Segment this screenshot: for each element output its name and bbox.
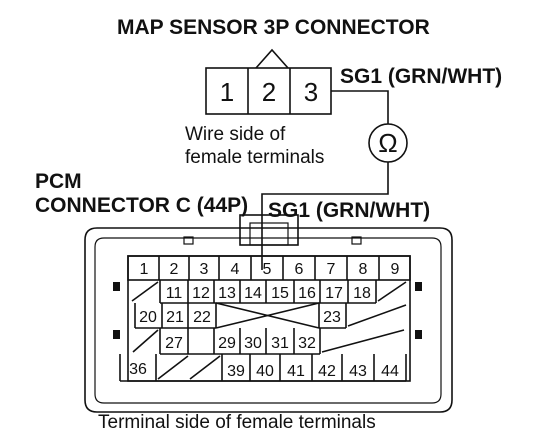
pcm-pin-31: 31 — [271, 335, 289, 352]
probe-wire-upper — [331, 90, 389, 124]
map-connector: 1 2 3 — [205, 48, 332, 115]
pcm-tab-left — [183, 236, 194, 245]
pcm-pin-9: 9 — [391, 261, 400, 278]
map-side-note-2: female terminals — [185, 147, 324, 168]
pcm-pins-row2: 11 12 13 14 15 16 17 18 — [166, 285, 371, 302]
pcm-pin-7: 7 — [327, 261, 336, 278]
pcm-pin-20: 20 — [139, 309, 157, 326]
pcm-pin-18: 18 — [353, 285, 371, 302]
pcm-pin-13: 13 — [218, 285, 236, 302]
pcm-pin-11: 11 — [166, 285, 183, 302]
map-pin-2: 2 — [262, 77, 276, 107]
pcm-pins-row3: 20 21 22 23 — [139, 309, 341, 326]
pcm-pin-22: 22 — [193, 309, 211, 326]
pcm-pin-3: 3 — [200, 261, 209, 278]
pcm-pin-44: 44 — [381, 363, 399, 380]
map-side-note-1: Wire side of — [185, 124, 286, 145]
pcm-pin-21: 21 — [166, 309, 184, 326]
map-pin-3: 3 — [304, 77, 318, 107]
pcm-pin-32: 32 — [298, 335, 316, 352]
pcm-pins-row5: 36 39 40 41 42 43 44 — [129, 361, 399, 380]
pcm-pin-2: 2 — [170, 261, 179, 278]
pcm-side-note: Terminal side of female terminals — [98, 412, 376, 433]
pcm-pin-39: 39 — [227, 363, 245, 380]
pcm-pin-5: 5 — [263, 261, 272, 278]
pcm-tab-right — [351, 236, 362, 245]
pcm-title-1: PCM — [35, 170, 82, 193]
pcm-pin-23: 23 — [323, 309, 341, 326]
pcm-pin-42: 42 — [318, 363, 336, 380]
pcm-pin-16: 16 — [298, 285, 316, 302]
pcm-pins-row4: 27 29 30 31 32 — [165, 335, 316, 352]
probe-wire-lower — [261, 162, 389, 270]
pcm-connector — [84, 214, 453, 413]
pcm-pin-40: 40 — [256, 363, 274, 380]
pcm-pin-1: 1 — [140, 261, 149, 278]
ohmmeter-icon: Ω — [368, 123, 408, 163]
map-pin-1: 1 — [220, 77, 234, 107]
svg-text:Ω: Ω — [378, 128, 397, 158]
pcm-grid — [119, 255, 411, 382]
pcm-pin-6: 6 — [295, 261, 304, 278]
map-connector-title: MAP SENSOR 3P CONNECTOR — [117, 16, 430, 39]
pcm-pin-36: 36 — [129, 361, 147, 378]
pcm-housing-outer — [84, 227, 453, 413]
pcm-pin-14: 14 — [244, 285, 262, 302]
pcm-pin-41: 41 — [287, 363, 305, 380]
map-wire-label: SG1 (GRN/WHT) — [340, 65, 502, 88]
pcm-pin-12: 12 — [192, 285, 210, 302]
pcm-pin-8: 8 — [359, 261, 368, 278]
pcm-pin-15: 15 — [271, 285, 289, 302]
pcm-housing-inner — [94, 237, 442, 404]
map-connector-latch — [255, 48, 289, 69]
pcm-pin-27: 27 — [165, 335, 183, 352]
pcm-pin-30: 30 — [244, 335, 262, 352]
pcm-pin-17: 17 — [325, 285, 343, 302]
pcm-wire-label: SG1 (GRN/WHT) — [268, 199, 430, 222]
pcm-pin-4: 4 — [231, 261, 240, 278]
pcm-title-2: CONNECTOR C (44P) — [35, 194, 248, 217]
pcm-pin-43: 43 — [349, 363, 367, 380]
pcm-pin-29: 29 — [218, 335, 236, 352]
pcm-pins-row1: 1 2 3 4 5 6 7 8 9 — [140, 261, 400, 278]
